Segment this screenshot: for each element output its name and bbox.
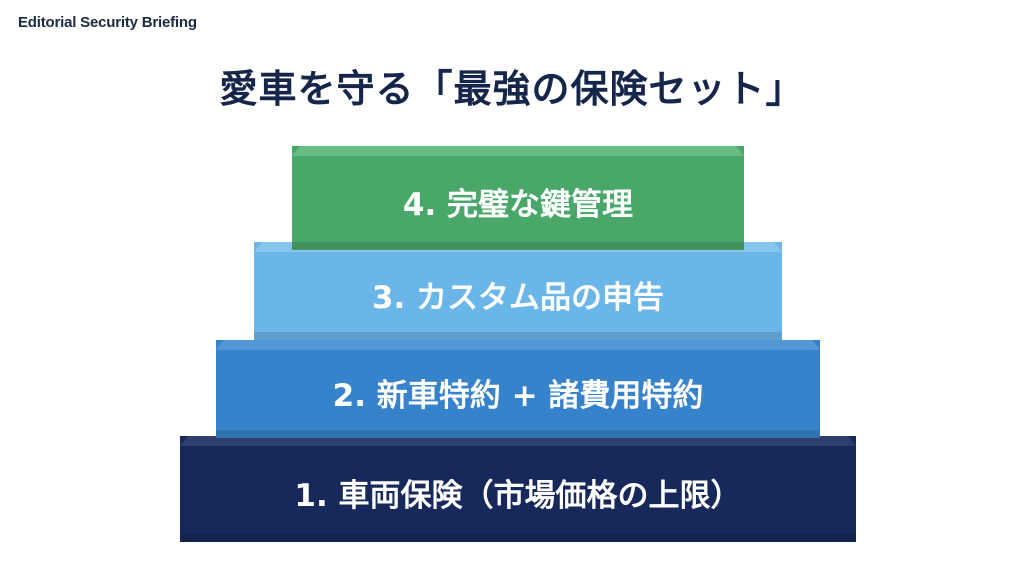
tier-bottom-shadow	[216, 430, 820, 438]
tier-top-bevel	[292, 146, 744, 156]
tier-bottom-shadow	[292, 242, 744, 250]
tier-top-bevel	[216, 340, 820, 350]
tier-2-new-car-rider: 2. 新車特約 + 諸費用特約	[216, 340, 820, 438]
tier-label: 1. 車両保険（市場価格の上限）	[294, 477, 742, 514]
tier-label: 4. 完璧な鍵管理	[402, 186, 634, 223]
tier-4-key-management: 4. 完璧な鍵管理	[292, 146, 744, 250]
tier-label: 2. 新車特約 + 諸費用特約	[332, 377, 704, 414]
page-title: 愛車を守る「最強の保険セット」	[219, 67, 805, 111]
tier-3-custom-parts: 3. カスタム品の申告	[254, 242, 782, 340]
tier-label: 3. カスタム品の申告	[371, 279, 665, 316]
tier-top-bevel	[180, 436, 856, 446]
tier-bottom-shadow	[254, 332, 782, 340]
tier-1-vehicle-insurance: 1. 車両保険（市場価格の上限）	[180, 436, 856, 542]
brand-label: Editorial Security Briefing	[18, 14, 197, 31]
tier-bottom-shadow	[180, 534, 856, 542]
